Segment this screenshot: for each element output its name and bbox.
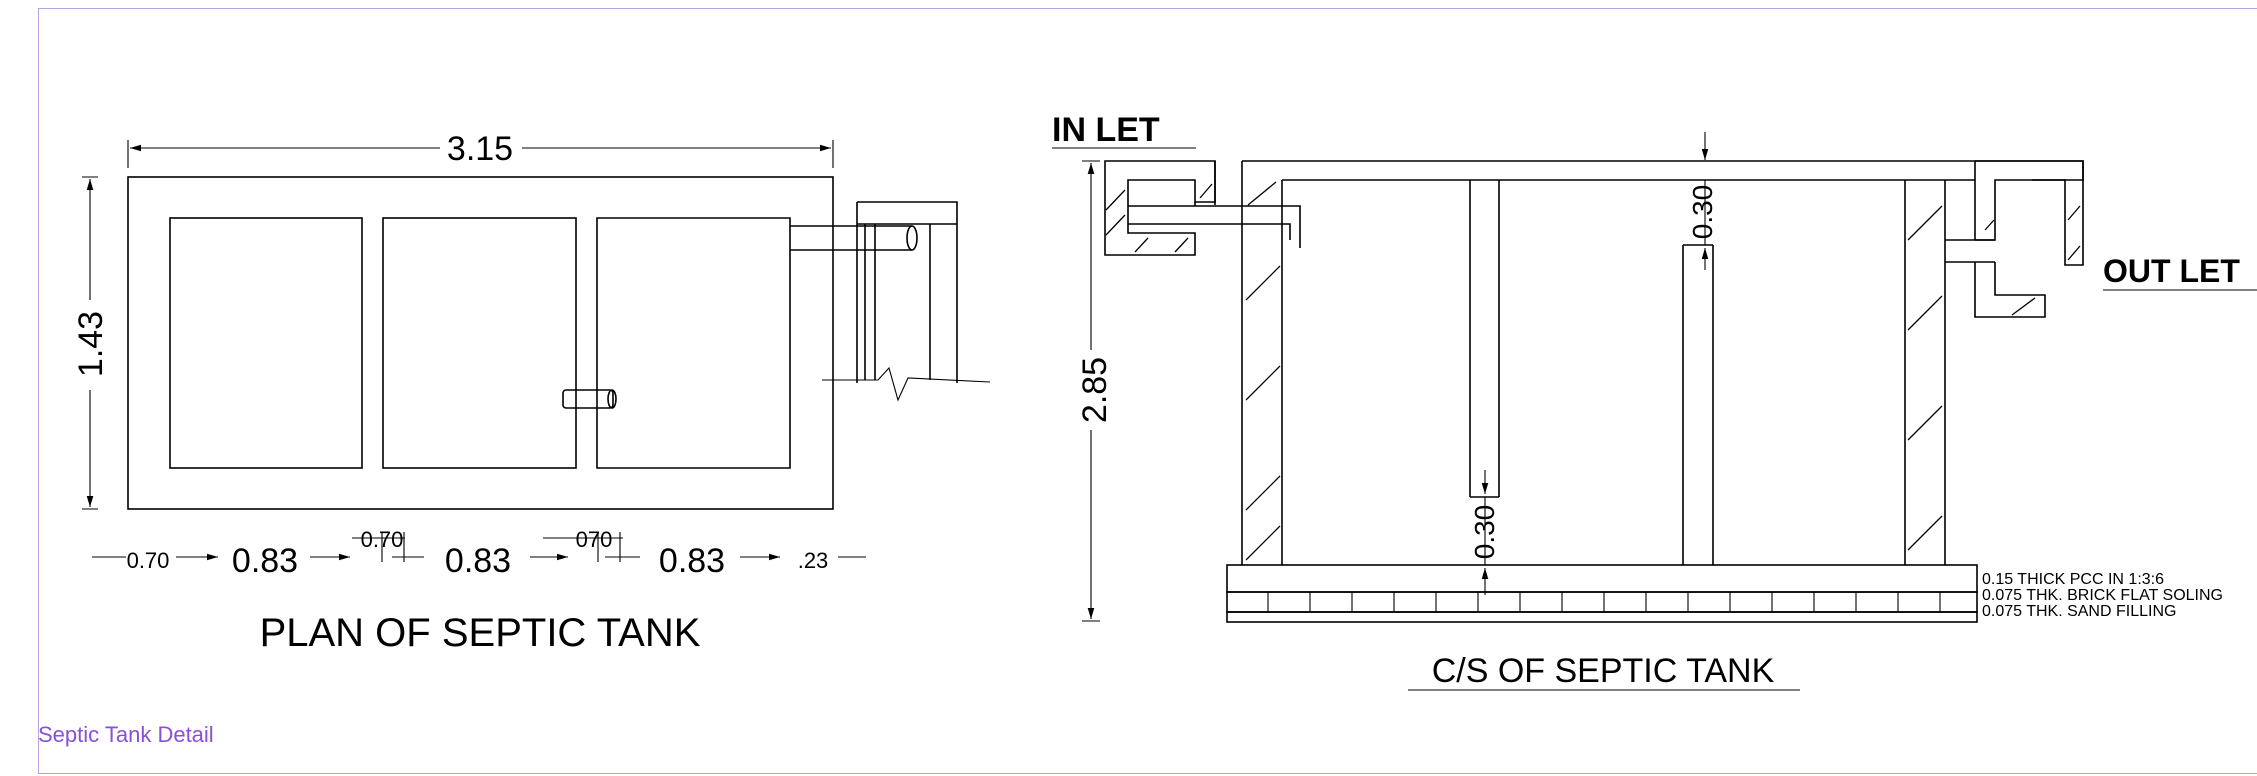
inlet-assembly: IN LET [1052,111,1301,256]
plan-dim-2: 0.70 [361,527,404,552]
plan-length-label: 3.15 [447,130,513,168]
drawing-frame [38,8,2257,774]
plan-dim-1: 0.83 [232,542,298,580]
layer-label-brick: 0.075 THK. BRICK FLAT SOLING [1982,587,2223,604]
outlet-label: OUT LET [2103,253,2240,289]
plan-chamber-3 [596,217,791,469]
plan-dim-4: 070 [576,527,613,552]
plan-outlet-pipe [790,225,912,251]
plan-chamber-2 [382,217,577,469]
plan-break-line [822,366,991,402]
inlet-label: IN LET [1052,111,1160,149]
outlet-assembly: OUT LET [1945,160,2257,318]
section-depth-dimension: 2.85 [1076,160,1114,622]
plan-outer-wall [127,176,834,510]
plan-chamber-1 [169,217,363,469]
plan-dim-3: 0.83 [445,542,511,580]
baffle-top-gap-dimension: 0.30 [1687,132,1718,270]
baffle-bottom-gap-label: 0.30 [1469,505,1500,560]
section-left-wall [1241,180,1283,565]
base-layers: 0.15 THICK PCC IN 1:3:6 0.075 THK. BRICK… [1226,564,2223,623]
section-title: C/S OF SEPTIC TANK [1432,652,1775,690]
section-top-slab [1242,160,2084,181]
wall-hatching [1105,181,2081,561]
plan-dim-0: 0.70 [127,548,170,573]
plan-dim-6: .23 [798,548,829,573]
plan-connecting-pipe [562,389,614,409]
section-right-wall [1904,180,1946,565]
layer-label-pcc: 0.15 THICK PCC IN 1:3:6 [1982,571,2164,588]
baffle-top-gap-label: 0.30 [1687,185,1718,240]
drawing-caption: Septic Tank Detail [38,722,214,747]
baffle-bottom-gap-dimension: 0.30 [1469,470,1500,595]
section-view: IN LET OUT LET 0.15 THICK PCC IN 1:3:6 0… [1052,111,2257,691]
plan-dim-5: 0.83 [659,542,725,580]
plan-bottom-dimensions: 0.70 0.83 0.70 0.83 070 0.83 .23 [92,527,866,580]
plan-view: 3.15 1.43 0.70 0.83 0.70 0.83 070 [72,130,991,655]
section-baffle-right [1682,244,1714,565]
plan-length-dimension: 3.15 [127,130,834,168]
section-baffle-left [1469,180,1500,498]
depth-label: 2.85 [1076,357,1114,423]
layer-label-sand: 0.075 THK. SAND FILLING [1982,603,2176,620]
plan-title: PLAN OF SEPTIC TANK [260,611,701,655]
plan-width-label: 1.43 [72,311,110,377]
plan-width-dimension: 1.43 [72,176,110,510]
plan-inspection-box [856,201,958,383]
plan-outlet-pipe-end [906,225,918,251]
